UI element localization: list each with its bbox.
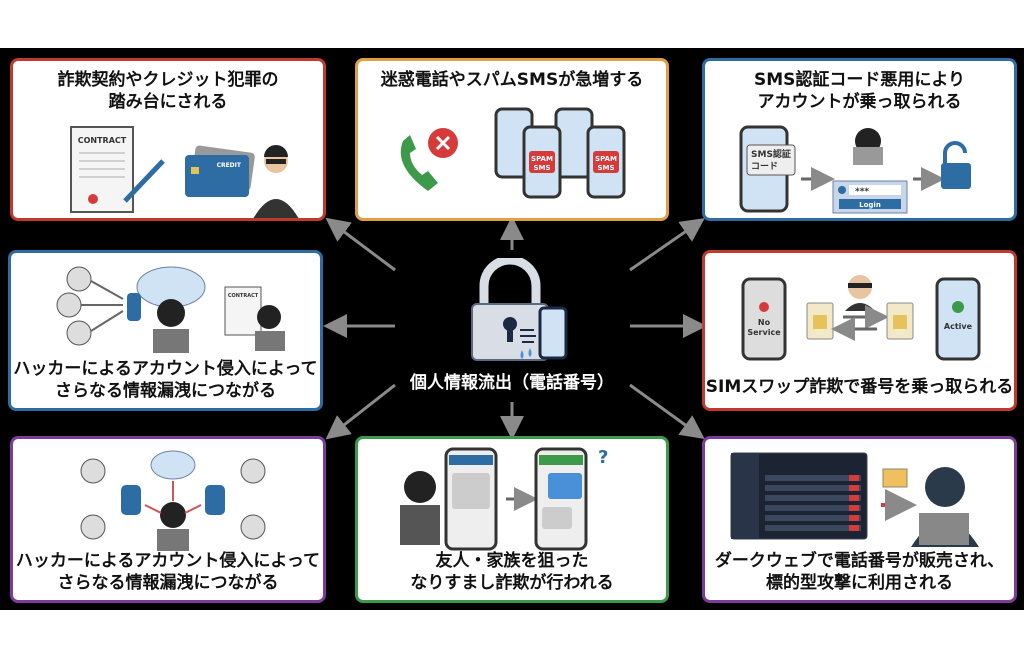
arrow-top-right — [629, 218, 705, 272]
spam-calls-illustration: SPAM SMS SPAM SMS — [400, 107, 626, 199]
card-fraud-contract: 詐欺契約やクレジット犯罪の踏み台にされる CONTRACT CREDIT — [10, 58, 326, 221]
card-sms-code: SMS認証コード悪用によりアカウントが乗っ取られる SMS認証 コード *** … — [702, 58, 1017, 221]
svg-text:CONTRACT: CONTRACT — [228, 293, 259, 299]
arrow-bottom-right — [629, 383, 705, 440]
hacker-cloud-illustration: CONTRACT — [56, 266, 285, 353]
svg-text:***: *** — [855, 187, 869, 197]
svg-text:SMS認証: SMS認証 — [751, 148, 791, 160]
impersonation-chat-illustration: ? — [400, 447, 608, 551]
card-hacker-leak-1: CONTRACT ハッカーによるアカウント侵入によってさらなる情報漏洩につながる — [8, 250, 323, 411]
question-mark: ? — [598, 447, 608, 468]
arrow-bottom-left — [325, 383, 396, 440]
contract-label: CONTRACT — [78, 136, 127, 145]
sms-takeover-illustration: SMS認証 コード *** Login — [739, 125, 971, 214]
card-title: SIMスワップ詐欺で番号を乗っ取られる — [705, 377, 1014, 397]
padlock-leak-phone-icon — [471, 258, 568, 361]
card-hacker-leak-2: ハッカーによるアカウント侵入によってさらなる情報漏洩につながる — [10, 436, 326, 603]
phone-call-icon — [400, 135, 438, 191]
svg-text:SPAM: SPAM — [595, 155, 617, 163]
card-title: ハッカーによるアカウント侵入によってさらなる情報漏洩につながる — [13, 359, 318, 401]
card-impersonation: ? 友人・家族を狙ったなりすまし詐欺が行われる — [355, 436, 669, 603]
card-sim-swap: No Service Active SIMスワップ詐欺で番号を乗っ取られる — [702, 250, 1017, 411]
svg-text:CREDIT: CREDIT — [217, 162, 242, 169]
svg-text:SPAM: SPAM — [531, 155, 553, 163]
card-title: ハッカーによるアカウント侵入によってさらなる情報漏洩につながる — [15, 551, 321, 593]
hacker-network-illustration — [80, 450, 266, 551]
svg-text:コード: コード — [751, 161, 778, 172]
center-label: 個人情報流出（電話番号） — [410, 373, 614, 393]
svg-text:Login: Login — [859, 201, 881, 209]
card-title: 迷惑電話やスパムSMSが急増する — [380, 70, 644, 90]
sim-swap-illustration: No Service Active — [741, 275, 981, 361]
svg-text:SMS: SMS — [597, 164, 614, 172]
card-dark-web: ダークウェブで電話番号が販売され、標的型攻撃に利用される — [702, 436, 1017, 603]
arrow-top-left — [325, 217, 396, 272]
unlocked-icon — [943, 141, 967, 163]
svg-text:No: No — [758, 318, 771, 327]
card-title: 友人・家族を狙ったなりすまし詐欺が行われる — [410, 551, 614, 593]
card-title: ダークウェブで電話番号が販売され、標的型攻撃に利用される — [714, 551, 1005, 593]
svg-text:SMS: SMS — [533, 164, 550, 172]
svg-text:Active: Active — [944, 322, 973, 331]
card-title: 詐欺契約やクレジット犯罪の踏み台にされる — [57, 70, 279, 112]
contract-credit-thief-illustration: CONTRACT CREDIT — [70, 126, 299, 218]
spam-phones: SPAM SMS SPAM SMS — [494, 107, 626, 199]
svg-text:Service: Service — [747, 328, 781, 337]
dark-web-illustration — [730, 452, 979, 547]
card-title: SMS認証コード悪用によりアカウントが乗っ取られる — [753, 70, 966, 112]
card-spam: 迷惑電話やスパムSMSが急増する SPAM SMS SPAM SMS — [355, 58, 669, 221]
